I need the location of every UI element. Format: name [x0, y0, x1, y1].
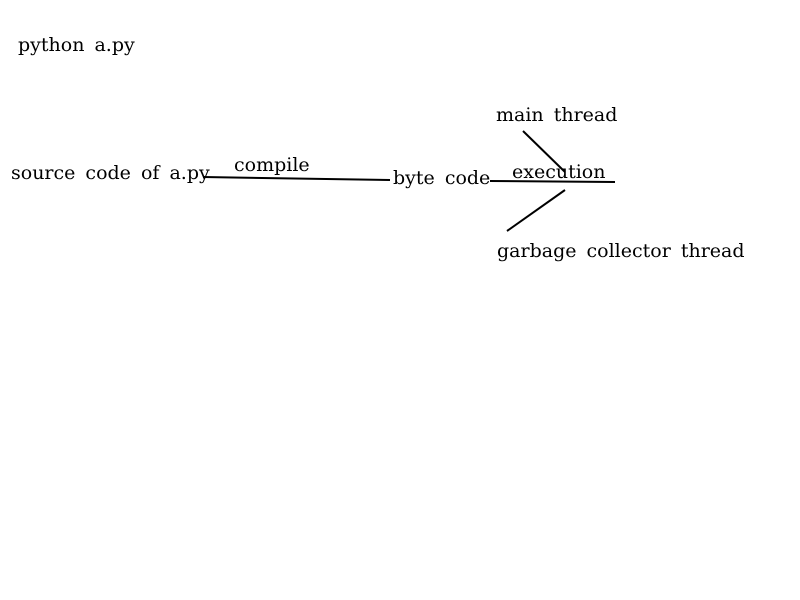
- execution-label: execution: [512, 161, 606, 183]
- gc-thread-branch-line: [506, 189, 566, 232]
- source-code-label: source code of a.py: [11, 162, 210, 184]
- command-label: python a.py: [18, 34, 135, 56]
- main-thread-branch-line: [522, 130, 566, 173]
- compile-label: compile: [234, 154, 310, 176]
- byte-code-label: byte code: [393, 167, 491, 189]
- compile-arrow-line: [202, 176, 391, 181]
- main-thread-label: main thread: [496, 104, 618, 126]
- garbage-collector-thread-label: garbage collector thread: [497, 240, 745, 262]
- execution-line: [489, 180, 616, 183]
